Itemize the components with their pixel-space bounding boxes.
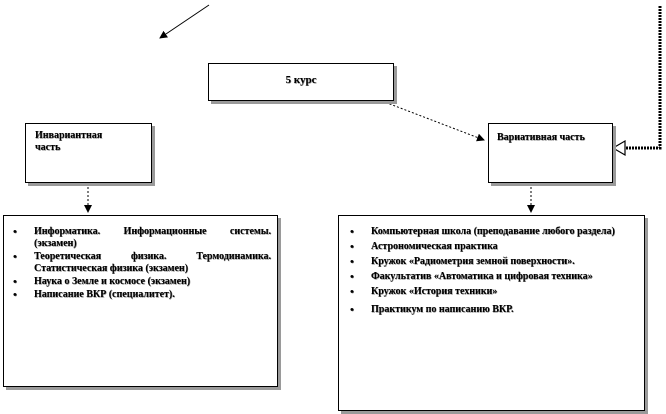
list-item: Астрономическая практика (345, 241, 634, 253)
list-item: Компьютерная школа (преподавание любого … (345, 226, 634, 238)
variable-list: Компьютерная школа (преподавание любого … (345, 226, 634, 316)
list-item: Написание ВКР (специалитет). (8, 289, 271, 301)
invariant-part-label: Инвариантная часть (35, 130, 103, 153)
list-item: Кружок «История техники» (345, 286, 634, 298)
course-box: 5 курс (208, 63, 394, 101)
variable-part-label: Вариативная часть (497, 132, 585, 143)
list-item: Факультатив «Автоматика и цифровая техни… (345, 271, 634, 283)
course-label: 5 курс (285, 74, 317, 86)
arrow-bracket-right (621, 6, 662, 150)
list-item: Теоретическая физика. Термодинамика. Ста… (8, 251, 271, 275)
invariant-list: Информатика. Информационные системы. (эк… (8, 226, 271, 301)
list-item: Информатика. Информационные системы. (эк… (8, 226, 271, 250)
list-item: Наука о Земле и космосе (экзамен) (8, 276, 271, 288)
variable-list-box: Компьютерная школа (преподавание любого … (338, 215, 645, 411)
arrow-top-left (159, 4, 210, 39)
arrow-top-to-right (381, 100, 485, 142)
invariant-part-box: Инвариантная часть (25, 123, 152, 183)
variable-part-box: Вариативная часть (488, 123, 613, 183)
invariant-list-box: Информатика. Информационные системы. (эк… (3, 215, 278, 387)
list-item: Практикум по написанию ВКР. (345, 304, 634, 316)
list-item: Кружок «Радиометрия земной поверхности». (345, 256, 634, 268)
arrow-bracket-head (611, 139, 626, 157)
